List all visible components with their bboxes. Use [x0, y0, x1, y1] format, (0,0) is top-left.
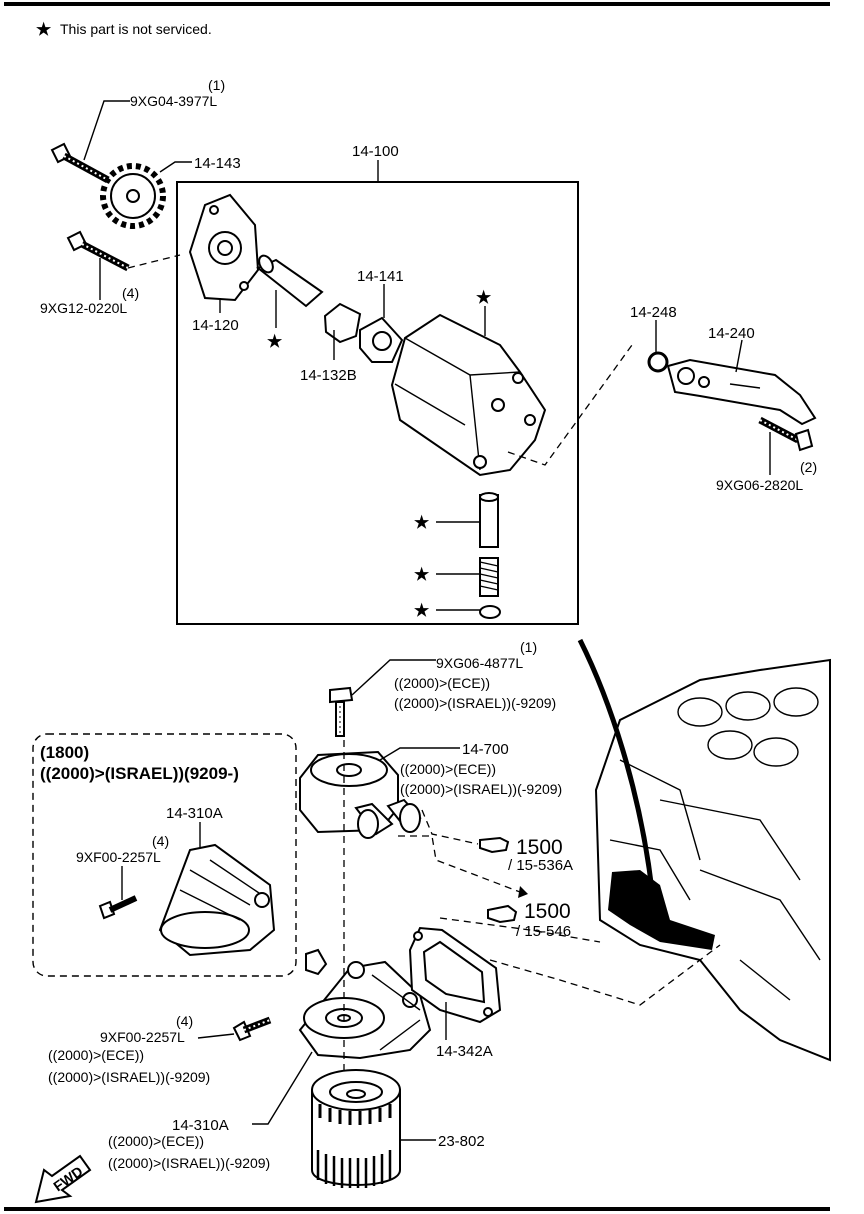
- svg-text:((2000)>(ISRAEL))(-9209): ((2000)>(ISRAEL))(-9209): [48, 1069, 210, 1085]
- label-14-342A[interactable]: 14-342A: [436, 1043, 493, 1060]
- label-23-802[interactable]: 23-802: [438, 1133, 485, 1150]
- svg-text:(4): (4): [152, 833, 169, 849]
- pump-cover[interactable]: [188, 193, 260, 302]
- chain-guide[interactable]: [666, 358, 817, 426]
- bolt-top[interactable]: [50, 142, 110, 184]
- sprocket[interactable]: [100, 163, 166, 229]
- spring-seat[interactable]: [479, 605, 501, 619]
- ref-link-1500-b[interactable]: 1500: [524, 900, 571, 923]
- not-serviced-note: This part is not serviced.: [60, 21, 212, 37]
- box-bolt[interactable]: [98, 895, 138, 920]
- variant-box-1800: [32, 733, 297, 977]
- label-14-310A-box[interactable]: 14-310A: [166, 805, 223, 822]
- label-9XG06-2820L[interactable]: 9XG06-2820L: [716, 477, 803, 493]
- svg-text:(1): (1): [520, 639, 537, 655]
- label-14-700[interactable]: 14-700: [462, 741, 509, 758]
- top-rule: [4, 2, 830, 6]
- svg-text:(1): (1): [208, 77, 225, 93]
- svg-text:((2000)>(ECE)): ((2000)>(ECE)): [48, 1047, 144, 1063]
- label-9XF00-2257L-box[interactable]: 9XF00-2257L: [76, 849, 161, 865]
- star-icon: ★: [476, 288, 492, 307]
- oil-cooler[interactable]: [299, 750, 422, 839]
- label-14-248[interactable]: 14-248: [630, 304, 677, 321]
- filter-body-bolt[interactable]: [232, 1016, 272, 1042]
- ref-link-15-536A[interactable]: / 15-536A: [508, 857, 573, 874]
- label-9XG04-3977L[interactable]: 9XG04-3977L: [130, 93, 217, 109]
- ref-link-1500-a[interactable]: 1500: [516, 836, 563, 859]
- pump-shaft[interactable]: [256, 253, 324, 308]
- svg-text:(4): (4): [176, 1013, 193, 1029]
- location-pointer: [577, 638, 655, 891]
- svg-text:(4): (4): [122, 285, 139, 301]
- cooler-gasket[interactable]: [408, 926, 502, 1024]
- relief-plunger[interactable]: [479, 492, 499, 548]
- label-9XG12-0220L[interactable]: 9XG12-0220L: [40, 300, 127, 316]
- pump-body[interactable]: [390, 313, 547, 477]
- star-icon: ★: [414, 601, 430, 620]
- star-icon: ★: [267, 332, 283, 351]
- ref-pointer-hand-icon: [487, 904, 518, 924]
- drive-key[interactable]: [323, 302, 362, 344]
- label-14-143[interactable]: 14-143: [194, 155, 241, 172]
- label-14-240[interactable]: 14-240: [708, 325, 755, 342]
- bolt-right[interactable]: [758, 416, 814, 452]
- ref-pointer-hand-icon: [479, 836, 510, 854]
- label-14-141[interactable]: 14-141: [357, 268, 404, 285]
- label-14-120[interactable]: 14-120: [192, 317, 239, 334]
- mounted-cooler: [608, 870, 715, 950]
- variant-heading-israel: ((2000)>(ISRAEL))(9209-): [40, 764, 239, 783]
- svg-text:((2000)>(ISRAEL))(-9209): ((2000)>(ISRAEL))(-9209): [400, 781, 562, 797]
- svg-text:((2000)>(ECE)): ((2000)>(ECE)): [400, 761, 496, 777]
- oil-filter[interactable]: [311, 1069, 401, 1188]
- label-9XF00-2257L[interactable]: 9XF00-2257L: [100, 1029, 185, 1045]
- svg-text:((2000)>(ISRAEL))(-9209): ((2000)>(ISRAEL))(-9209): [394, 695, 556, 711]
- cooler-bolt[interactable]: [329, 686, 354, 737]
- relief-spring[interactable]: [479, 557, 499, 597]
- label-9XG06-4877L[interactable]: 9XG06-4877L: [436, 655, 523, 671]
- fwd-arrow-icon: FWD: [34, 1154, 92, 1204]
- star-icon: ★: [36, 20, 52, 39]
- label-14-310A[interactable]: 14-310A: [172, 1117, 229, 1134]
- label-14-100[interactable]: 14-100: [352, 143, 399, 160]
- bottom-rule: [4, 1207, 830, 1211]
- engine-block: [594, 658, 831, 1062]
- svg-text:((2000)>(ISRAEL))(-9209): ((2000)>(ISRAEL))(-9209): [108, 1155, 270, 1171]
- bolt-left[interactable]: [66, 230, 130, 272]
- ref-link-15-546[interactable]: / 15-546: [516, 923, 571, 940]
- svg-text:((2000)>(ECE)): ((2000)>(ECE)): [394, 675, 490, 691]
- mount-arrow-icon: [305, 948, 328, 976]
- star-icon: ★: [414, 513, 430, 532]
- retaining-ring[interactable]: [647, 351, 669, 373]
- filter-body-1800[interactable]: [158, 843, 276, 957]
- svg-text:(2): (2): [800, 459, 817, 475]
- label-14-132B[interactable]: 14-132B: [300, 367, 357, 384]
- svg-text:((2000)>(ECE)): ((2000)>(ECE)): [108, 1133, 204, 1149]
- inner-rotor[interactable]: [359, 316, 404, 363]
- variant-heading-1800: (1800): [40, 743, 89, 762]
- star-icon: ★: [414, 565, 430, 584]
